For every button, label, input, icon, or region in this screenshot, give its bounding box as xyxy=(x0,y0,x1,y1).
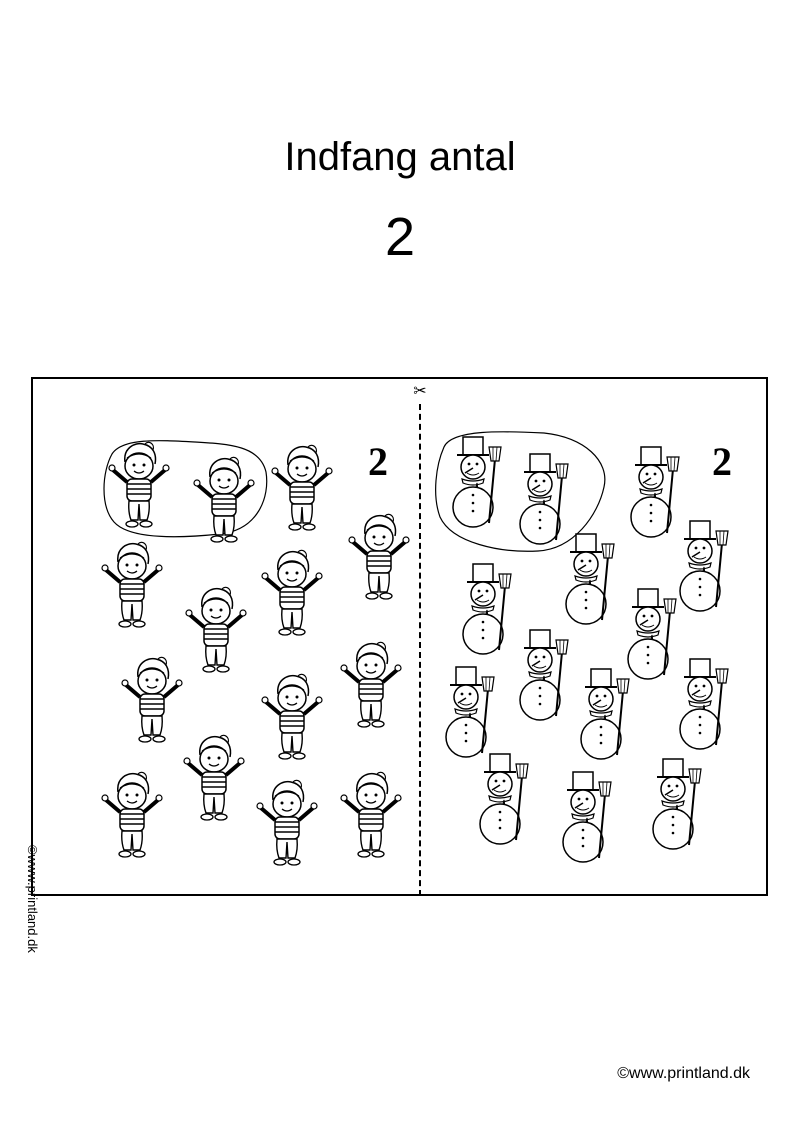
left-lasso xyxy=(103,440,268,538)
kid-icon xyxy=(337,770,405,867)
kid-icon xyxy=(118,655,186,752)
snowman-icon xyxy=(445,433,511,538)
kid-icon xyxy=(258,672,326,769)
target-number: 2 xyxy=(384,207,416,267)
page-title: Indfang antal xyxy=(284,135,516,179)
scissors-icon: ✂ xyxy=(413,383,427,400)
snowman-icon xyxy=(472,750,538,855)
card-frame xyxy=(31,377,768,896)
kid-icon xyxy=(345,512,413,609)
right-card-number: 2 xyxy=(712,439,732,484)
kid-icon xyxy=(105,440,173,537)
kid-icon xyxy=(268,443,336,540)
footer-copyright: ©www.printland.dk xyxy=(617,1065,750,1082)
right-lasso xyxy=(435,431,606,552)
snowman-icon xyxy=(672,517,738,622)
snowman-icon xyxy=(672,655,738,760)
kid-icon xyxy=(98,540,166,637)
kid-icon xyxy=(180,733,248,830)
snowman-icon xyxy=(512,626,578,731)
side-copyright: ©www.printland.dk xyxy=(25,845,40,953)
snowman-icon xyxy=(555,768,621,873)
kid-icon xyxy=(182,585,250,682)
kid-icon xyxy=(98,770,166,867)
kid-icon xyxy=(258,548,326,645)
snowman-icon xyxy=(558,530,624,635)
snowman-icon xyxy=(455,560,521,665)
snowman-icon xyxy=(573,665,639,770)
kid-icon xyxy=(253,778,321,875)
cut-line xyxy=(419,404,421,896)
snowman-icon xyxy=(623,443,689,548)
kid-icon xyxy=(337,640,405,737)
left-card-number: 2 xyxy=(368,439,388,484)
snowman-icon xyxy=(438,663,504,768)
snowman-icon xyxy=(512,450,578,555)
snowman-icon xyxy=(645,755,711,860)
snowman-icon xyxy=(620,585,686,690)
kid-icon xyxy=(190,455,258,552)
